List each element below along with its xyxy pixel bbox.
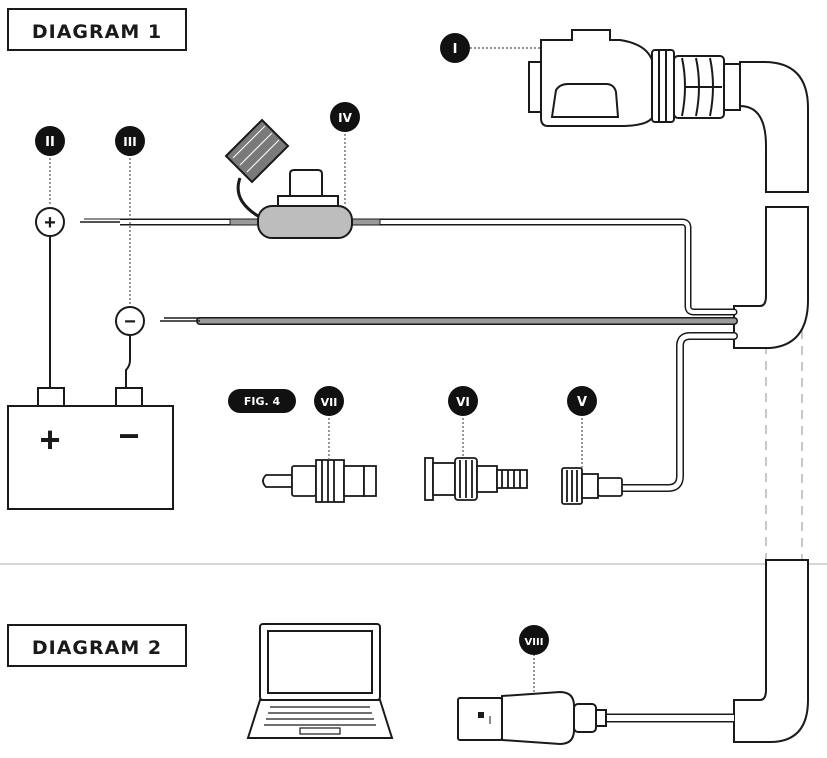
minus-terminal-symbol: − xyxy=(115,306,145,336)
svg-text:IV: IV xyxy=(338,111,352,125)
diagram-1-title: DIAGRAM 1 xyxy=(32,21,162,43)
svg-text:II: II xyxy=(45,135,55,150)
diagram-1-title-box: DIAGRAM 1 xyxy=(7,8,187,51)
plus-terminal-label: + xyxy=(44,212,56,234)
svg-text:VI: VI xyxy=(456,395,470,409)
battery-leads xyxy=(49,236,131,388)
wire-bundle xyxy=(196,218,738,492)
usb-cable xyxy=(733,559,809,743)
connector-plug-icon xyxy=(528,29,809,193)
callout-badge-VI: VI xyxy=(448,386,478,416)
usb-plug-icon xyxy=(457,690,607,746)
svg-text:V: V xyxy=(577,395,587,410)
callout-badge-IV: IV xyxy=(330,102,360,132)
callout-badge-VIII: VIII xyxy=(519,625,549,655)
battery-minus-label: − xyxy=(118,415,139,456)
diagram-2-title: DIAGRAM 2 xyxy=(32,637,162,659)
callout-badge-III: III xyxy=(115,126,145,156)
callout-badge-I: I xyxy=(440,33,470,63)
battery-icon xyxy=(7,387,174,510)
dashed-guides xyxy=(765,330,803,560)
cable-junction xyxy=(733,206,809,349)
fuse-holder-icon xyxy=(224,118,353,239)
laptop-icon xyxy=(246,623,394,739)
rca-plug-icon xyxy=(262,459,377,503)
svg-text:I: I xyxy=(453,42,458,57)
svg-text:VIII: VIII xyxy=(525,637,544,648)
callout-badge-II: II xyxy=(35,126,65,156)
diagram-2-title-box: DIAGRAM 2 xyxy=(7,624,187,667)
wire-iii-tip xyxy=(160,317,200,322)
sma-connector-icon xyxy=(561,467,623,505)
fig-4-label: FIG. 4 xyxy=(228,389,296,413)
battery-plus-label: + xyxy=(39,419,60,460)
plus-terminal-symbol: + xyxy=(35,207,65,237)
callout-badge-V: V xyxy=(567,386,597,416)
svg-text:III: III xyxy=(123,135,136,149)
svg-text:VII: VII xyxy=(321,396,338,409)
fig-4-text: FIG. 4 xyxy=(244,395,281,408)
callout-badge-VII: VII xyxy=(314,386,344,416)
bnc-adapter-icon xyxy=(424,457,528,501)
minus-terminal-label: − xyxy=(124,311,136,333)
